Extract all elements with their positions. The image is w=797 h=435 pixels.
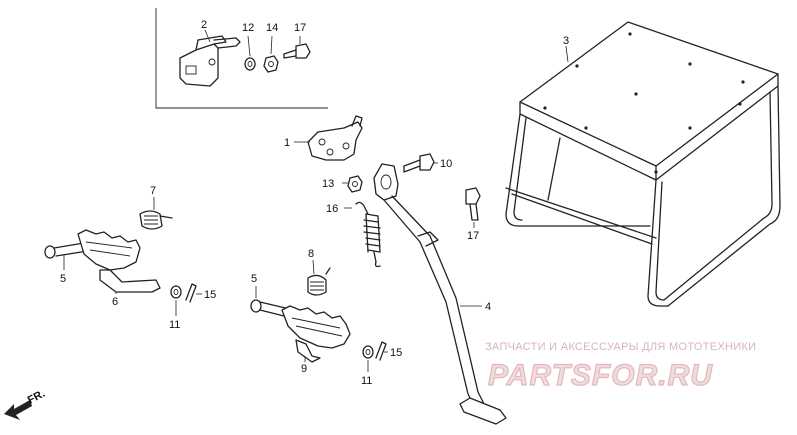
label-13: 13 bbox=[322, 178, 334, 190]
part-6-footpeg[interactable] bbox=[77, 229, 161, 293]
label-6: 6 bbox=[112, 296, 118, 308]
label-1: 1 bbox=[284, 137, 290, 149]
label-10: 10 bbox=[440, 158, 452, 170]
inset-frame bbox=[155, 8, 328, 109]
part-11-washer-left[interactable] bbox=[170, 285, 182, 299]
part-14-nut[interactable] bbox=[263, 55, 279, 73]
part-7-spring[interactable] bbox=[139, 210, 173, 230]
front-arrow: FR. bbox=[4, 388, 47, 420]
inset-box: 2 12 14 17 bbox=[155, 8, 328, 109]
part-9-footpeg[interactable] bbox=[281, 305, 351, 363]
label-5b: 5 bbox=[251, 273, 257, 285]
label-15b: 15 bbox=[390, 347, 402, 359]
part-13-nut[interactable] bbox=[347, 175, 363, 193]
part-15-cotter-pin-right[interactable] bbox=[375, 341, 387, 361]
part-2-bracket[interactable] bbox=[179, 35, 241, 87]
label-2: 2 bbox=[201, 19, 207, 31]
label-9: 9 bbox=[301, 363, 307, 375]
part-17-bolt[interactable] bbox=[465, 187, 481, 221]
label-5a: 5 bbox=[60, 273, 66, 285]
part-17-bolt-inset[interactable] bbox=[283, 43, 311, 59]
label-4: 4 bbox=[485, 301, 491, 313]
part-1-bracket[interactable] bbox=[307, 115, 363, 161]
part-8-spring[interactable] bbox=[307, 267, 331, 296]
part-12-washer[interactable] bbox=[244, 57, 256, 71]
part-15-cotter-pin-left[interactable] bbox=[185, 283, 197, 303]
label-11b: 11 bbox=[361, 375, 372, 387]
label-12: 12 bbox=[242, 22, 254, 34]
arrow-icon bbox=[4, 400, 32, 420]
watermark-brand: PARTSFOR.RU bbox=[488, 359, 713, 392]
front-arrow-label: FR. bbox=[26, 388, 47, 407]
label-3: 3 bbox=[563, 35, 569, 47]
label-17a: 17 bbox=[294, 22, 306, 34]
label-8: 8 bbox=[308, 248, 314, 260]
part-10-bolt[interactable] bbox=[403, 153, 435, 173]
part-4-side-stand[interactable] bbox=[373, 163, 507, 425]
part-11-washer-right[interactable] bbox=[362, 345, 374, 359]
label-16: 16 bbox=[326, 203, 338, 215]
watermark-tagline: ЗАПЧАСТИ И АКСЕССУАРЫ ДЛЯ МОТОТЕХНИКИ bbox=[485, 341, 756, 353]
part-16-spring[interactable] bbox=[355, 201, 381, 268]
label-7: 7 bbox=[150, 185, 156, 197]
label-15a: 15 bbox=[204, 289, 216, 301]
label-11a: 11 bbox=[169, 319, 180, 331]
label-17b: 17 bbox=[467, 230, 479, 242]
part-3-stand[interactable] bbox=[505, 21, 781, 307]
watermark: ЗАПЧАСТИ И АКСЕССУАРЫ ДЛЯ МОТОТЕХНИКИ PA… bbox=[485, 341, 756, 393]
label-14: 14 bbox=[266, 22, 278, 34]
